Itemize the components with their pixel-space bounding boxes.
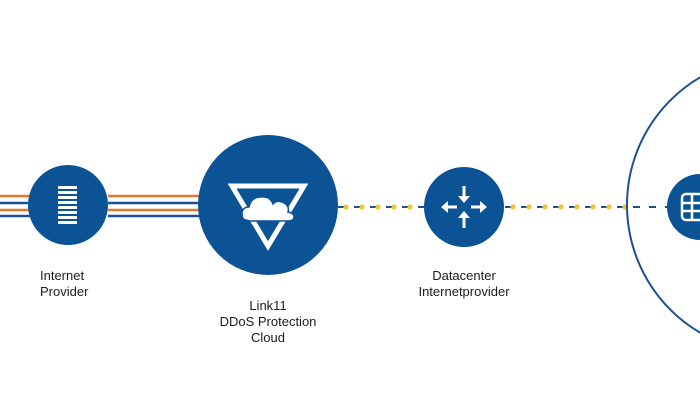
label-line: Link11 — [249, 298, 287, 313]
label-line: Cloud — [251, 330, 285, 345]
link11-label: Link11 DDoS Protection Cloud — [198, 298, 338, 346]
label-line: Internetprovider — [418, 284, 510, 299]
server-rack-icon — [58, 186, 77, 224]
datacenter-to-server-link — [505, 204, 670, 210]
router-arrows-icon — [441, 186, 487, 228]
link11-node — [198, 135, 338, 275]
label-line: DDoS Protection — [219, 314, 317, 329]
incoming-traffic-lines — [0, 194, 30, 218]
server-node — [667, 174, 700, 240]
label-line: Provider — [40, 284, 89, 299]
datacenter-node — [424, 167, 504, 247]
cloud-to-datacenter-link — [338, 204, 425, 210]
label-line: Internet — [40, 268, 85, 283]
customer-network-boundary — [626, 76, 700, 334]
datacenter-label: Datacenter Internetprovider — [394, 268, 534, 300]
cloud-shield-icon — [227, 183, 309, 251]
provider-to-cloud-lines — [108, 194, 200, 218]
internet-provider-node — [28, 165, 108, 245]
internet-provider-label: Internet Provider — [40, 268, 88, 300]
label-line: Datacenter — [432, 268, 496, 283]
server-icon — [680, 192, 700, 222]
